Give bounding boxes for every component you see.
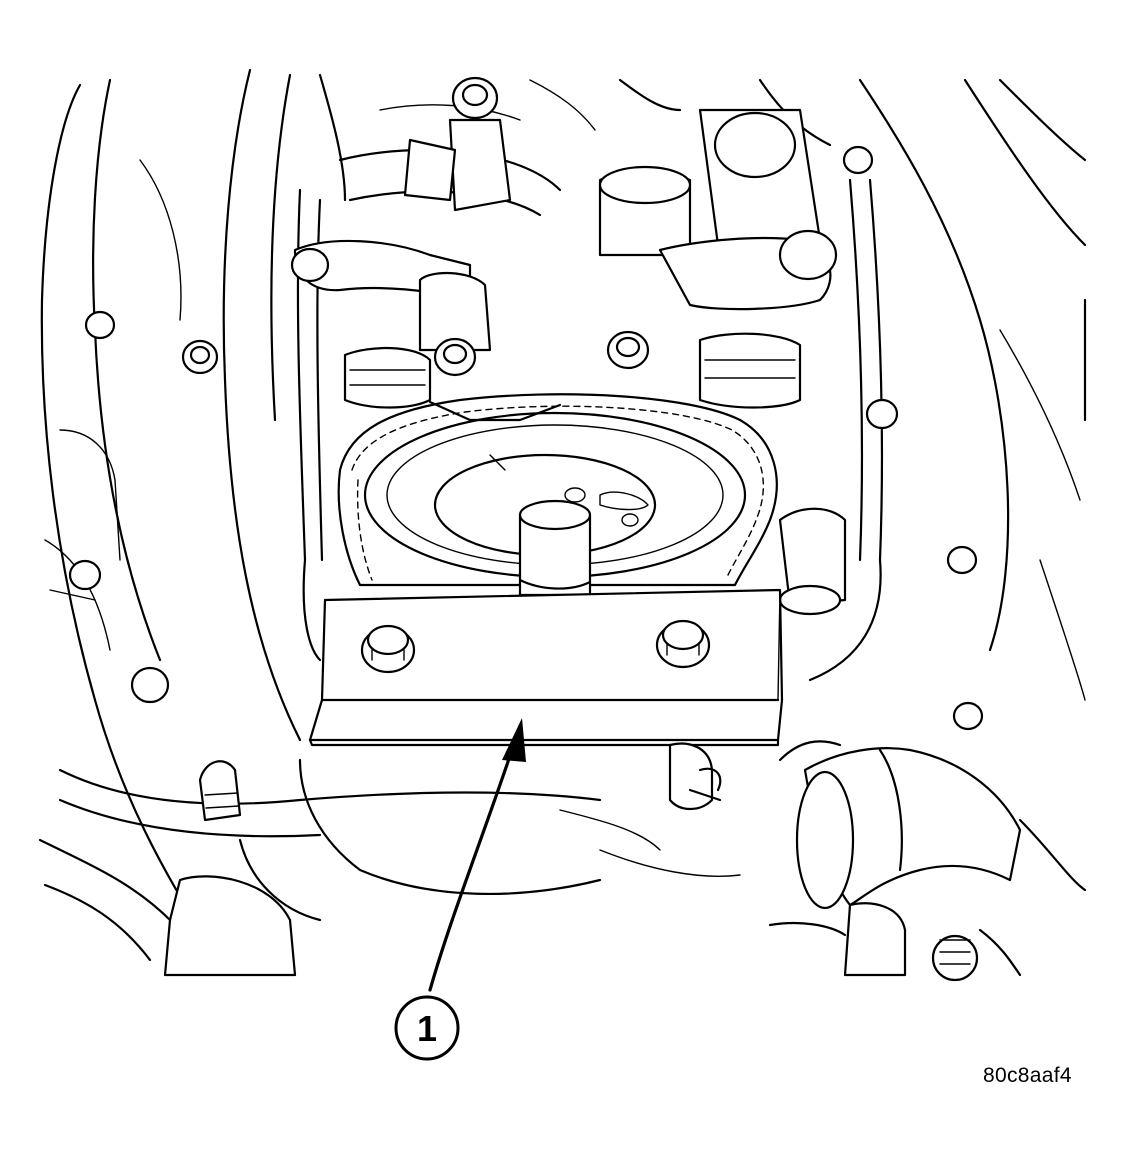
bolt-left-lower <box>68 559 102 591</box>
figure-id: 80c8aaf4 <box>983 1064 1072 1087</box>
holding-fixture-plate <box>308 588 784 747</box>
bolt-mid-right <box>606 330 650 370</box>
leader-arrow <box>428 718 526 992</box>
bolt-mid-left <box>433 337 477 377</box>
lower-components <box>38 740 1087 982</box>
timing-chain-sprocket <box>337 393 778 597</box>
bolt-right-upper <box>842 145 874 175</box>
callout-circle: 1 <box>394 995 460 1061</box>
bolt-left-bottom <box>130 666 170 704</box>
bolt-right-mid <box>865 398 899 430</box>
bolt-top-center <box>451 76 499 120</box>
engine-background-linework <box>40 68 1087 962</box>
bolt-left-upper <box>181 339 219 375</box>
bolt-right-bottom <box>952 701 984 731</box>
plate-bolt-left <box>360 624 416 674</box>
bolt-left-far <box>84 310 116 340</box>
callout-number: 1 <box>417 1008 437 1049</box>
bolt-right-lower <box>946 545 978 575</box>
plate-bolt-right <box>655 619 711 669</box>
